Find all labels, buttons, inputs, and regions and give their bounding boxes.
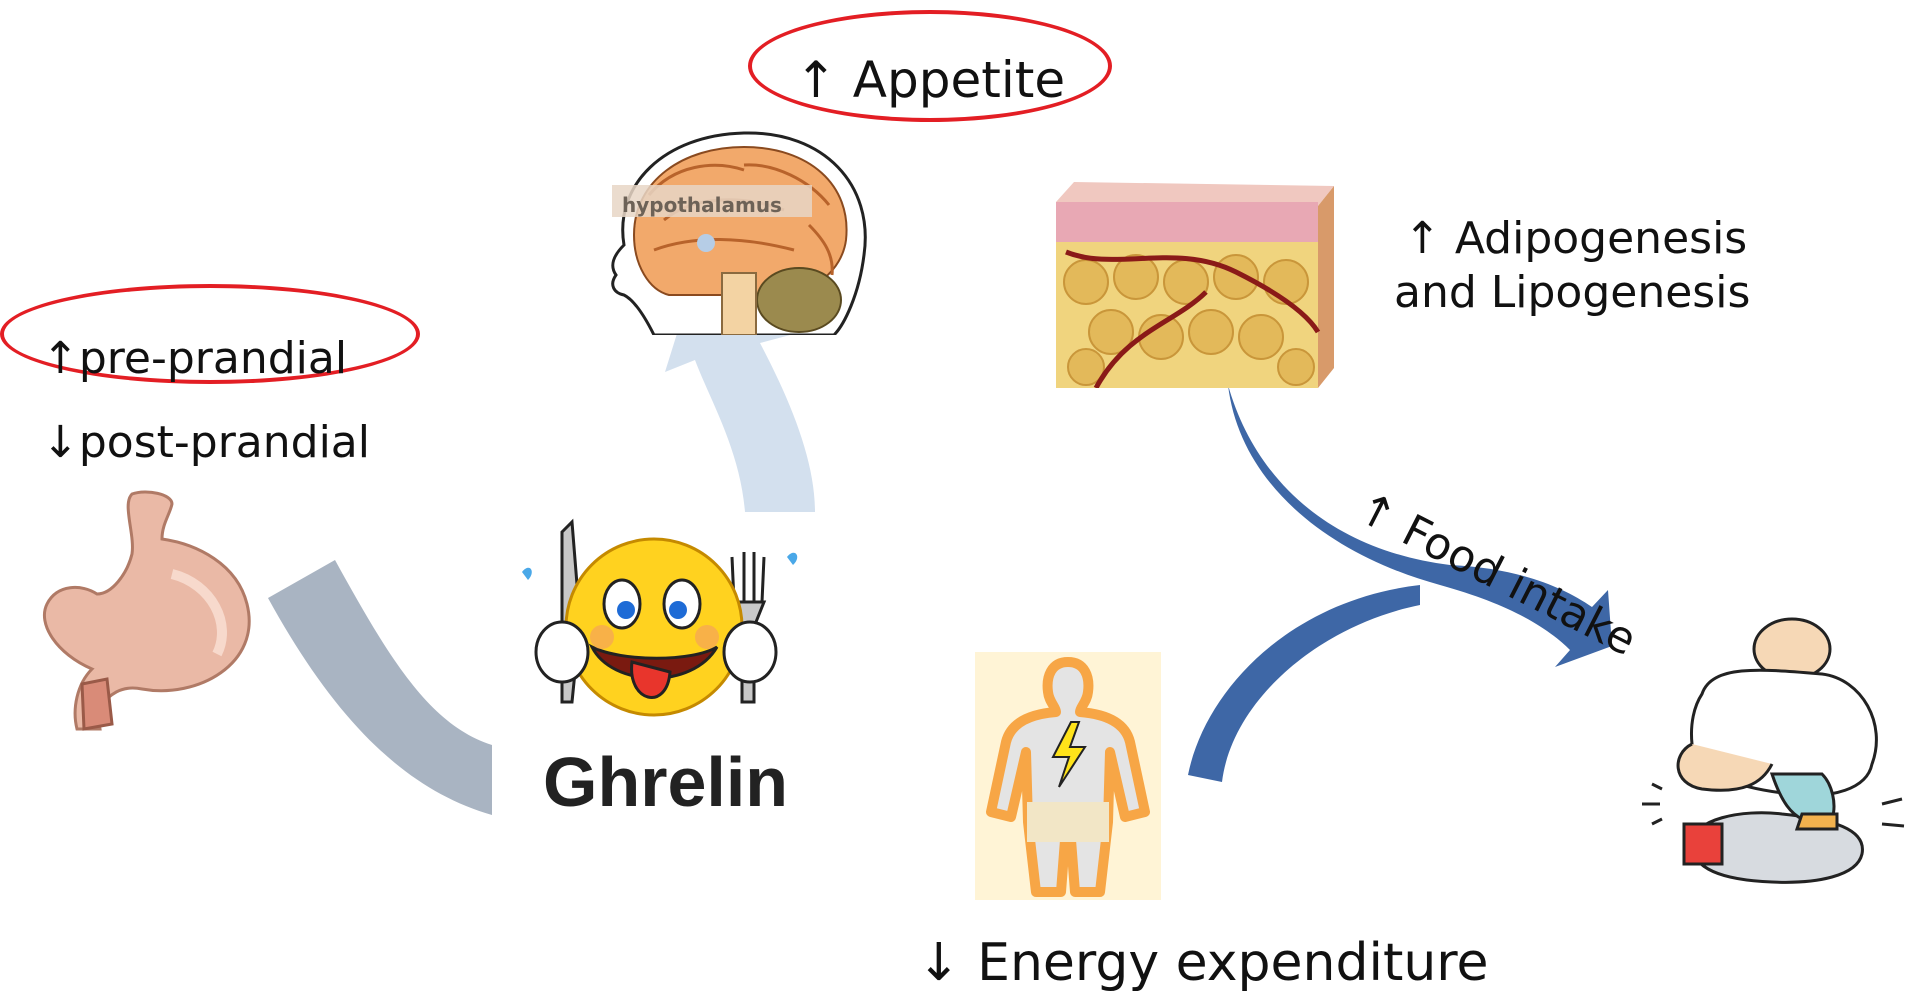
brain-head-icon xyxy=(594,125,884,335)
ghrelin-label: Ghrelin xyxy=(543,742,788,823)
hypothalamus-label: hypothalamus xyxy=(622,194,782,217)
stomach-icon xyxy=(22,484,272,739)
energy-expenditure-label: ↓ Energy expenditure xyxy=(917,934,1489,994)
fat-tissue-icon xyxy=(1056,182,1334,388)
pre-prandial-label: ↑pre-prandial xyxy=(42,334,347,385)
post-prandial-label: ↓post-prandial xyxy=(42,418,370,469)
adipogenesis-label-line2: and Lipogenesis xyxy=(1394,268,1750,319)
body-energy-icon xyxy=(975,652,1161,900)
appetite-label: ↑ Appetite xyxy=(795,52,1065,110)
body-to-flow-arrow xyxy=(1188,585,1420,782)
obese-person-on-scale-icon xyxy=(1632,614,1912,894)
stomach-to-ghrelin-arrow xyxy=(268,560,492,815)
adipogenesis-label-line1: ↑ Adipogenesis xyxy=(1404,214,1747,265)
